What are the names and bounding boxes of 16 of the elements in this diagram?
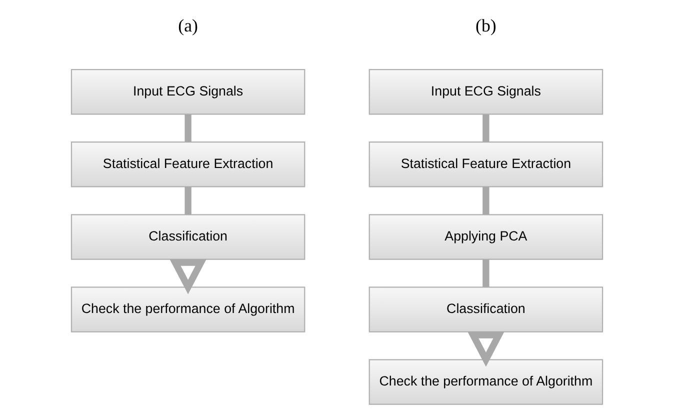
node-box: Classification [70, 214, 305, 260]
label: (b) [475, 15, 496, 36]
node-box: Classification [368, 286, 603, 332]
node-box: Input ECG Signals [368, 69, 603, 115]
node-box: Statistical Feature Extraction [368, 142, 603, 188]
connector [482, 187, 489, 214]
connector [482, 260, 489, 287]
node-box: Input ECG Signals [70, 69, 305, 115]
node-box: Statistical Feature Extraction [70, 142, 305, 188]
connector [482, 114, 489, 142]
node-box: Applying PCA [368, 214, 603, 260]
node-box: Check the performance of Algorithm [368, 359, 603, 405]
connector [184, 187, 191, 214]
node-box: Check the performance of Algorithm [70, 286, 305, 332]
label: (a) [178, 15, 198, 36]
connector [184, 114, 191, 142]
